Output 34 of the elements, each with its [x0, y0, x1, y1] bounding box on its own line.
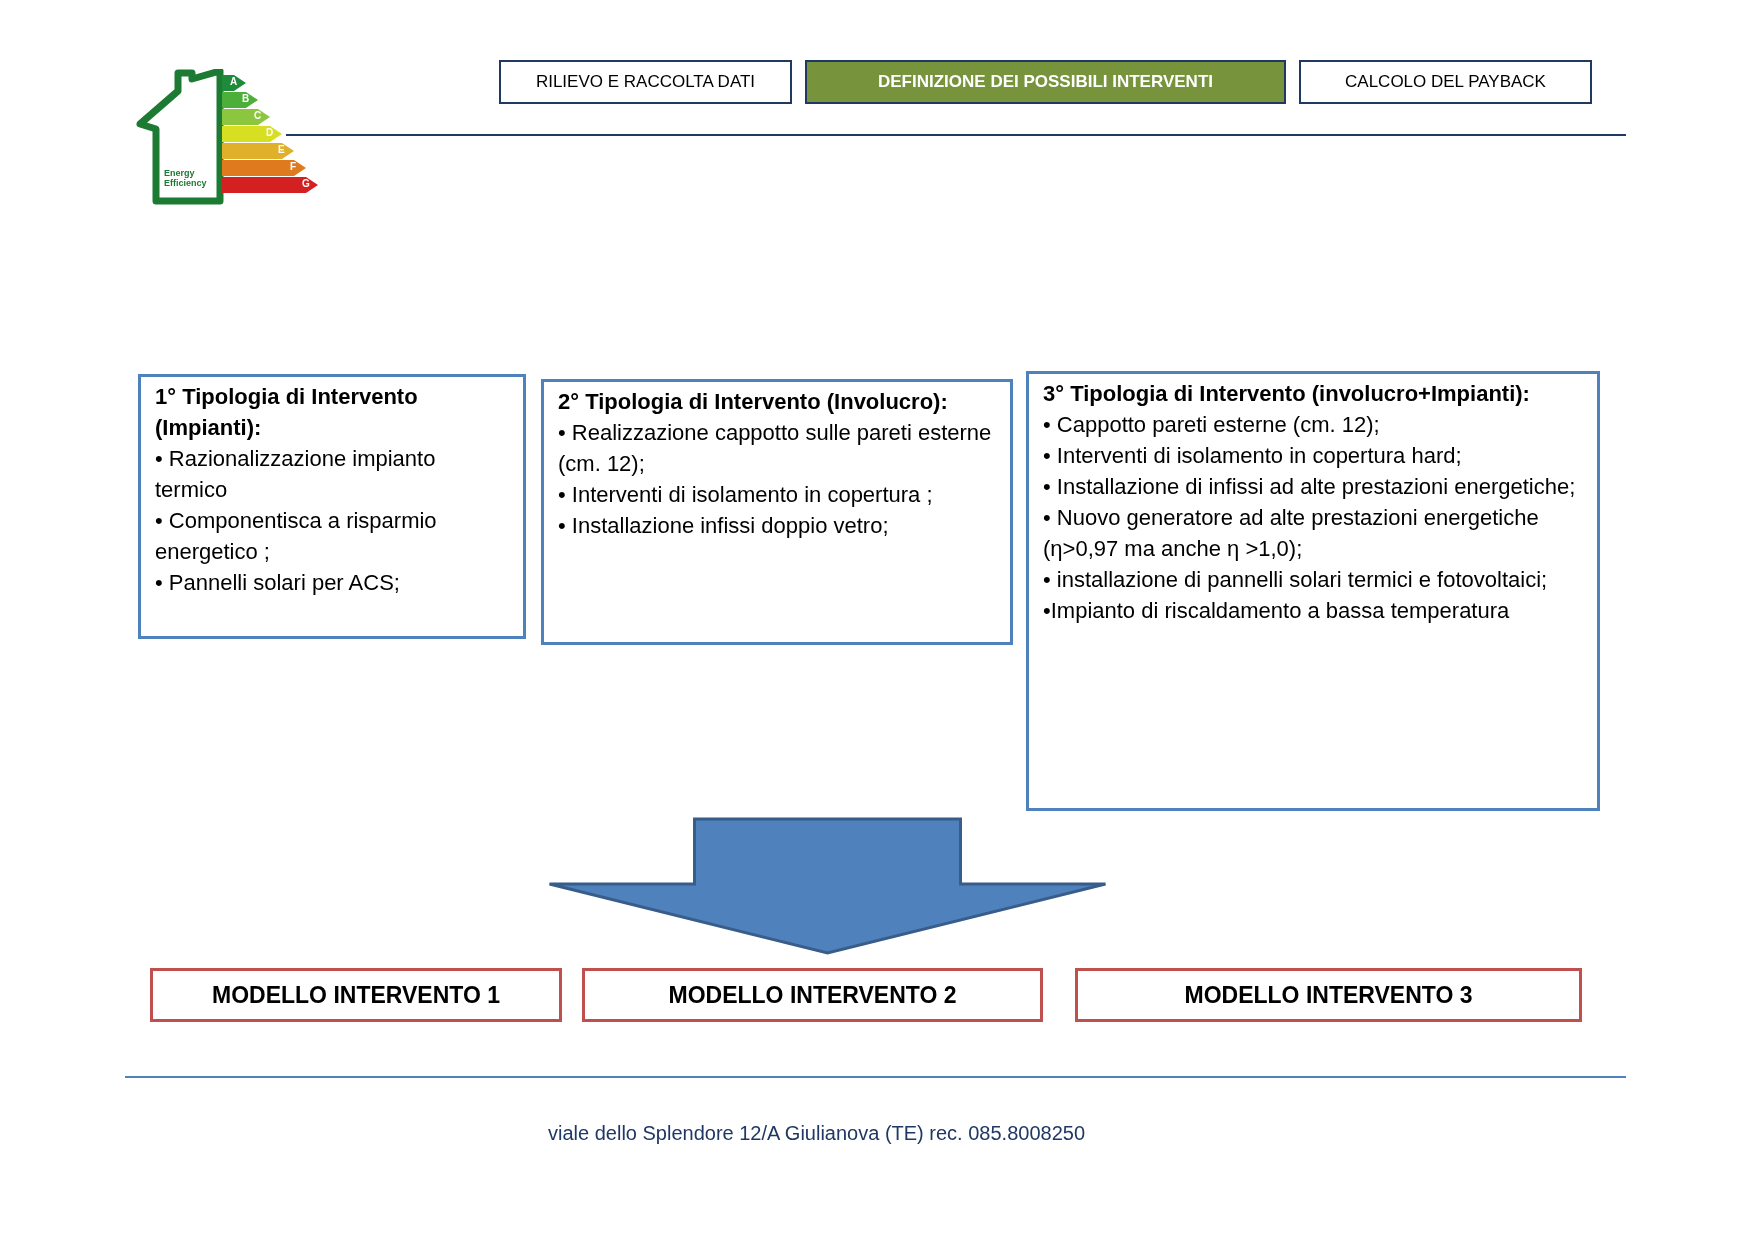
bullet-item: • Nuovo generatore ad alte prestazioni energetiche (η>0,97 ma anche η >1,0); — [1043, 504, 1540, 563]
house-caption: Energy Efficiency — [164, 168, 208, 188]
energy-class-letter: B — [242, 94, 250, 104]
model-box: MODELLO INTERVENTO 3 — [1075, 968, 1582, 1022]
energy-class-letter: F — [290, 162, 297, 172]
model-box: MODELLO INTERVENTO 2 — [582, 968, 1043, 1022]
energy-class-letter: C — [254, 111, 262, 121]
bullet-item: • Componentisca a risparmio energetico ; — [155, 507, 438, 566]
energy-class-letter: G — [302, 179, 310, 189]
bullet-item: • Razionalizzazione impianto termico — [155, 445, 437, 504]
panel-heading: 1° Tipologia di Intervento (Impianti): — [155, 383, 419, 442]
bullet-item: • installazione di pannelli solari termici e fotovoltaici; — [1043, 566, 1549, 594]
model-box: MODELLO INTERVENTO 1 — [150, 968, 562, 1022]
text-panel — [138, 374, 526, 639]
bullet-item: •Impianto di riscaldamento a bassa temperatura — [1043, 597, 1511, 625]
bullet-item: • Interventi di isolamento in copertura ; — [558, 481, 934, 509]
bullet-item: • Cappotto pareti esterne (cm. 12); — [1043, 411, 1381, 439]
bullet-item: • Realizzazione cappotto sulle pareti esterne (cm. 12); — [558, 419, 993, 478]
panel-heading: 3° Tipologia di Intervento (involucro+Impianti): — [1043, 380, 1531, 408]
footer-address: viale dello Splendore 12/A Giulianova (TE) rec. 085.8008250 — [548, 1121, 1085, 1146]
panel-heading: 2° Tipologia di Intervento (Involucro): — [558, 388, 949, 416]
text-panel — [1026, 371, 1600, 811]
text-panel — [541, 379, 1013, 645]
tab: RILIEVO E RACCOLTA DATI — [499, 60, 792, 104]
tab: CALCOLO DEL PAYBACK — [1299, 60, 1592, 104]
bullet-item: • Installazione infissi doppio vetro; — [558, 512, 890, 540]
bullet-item: • Pannelli solari per ACS; — [155, 569, 401, 597]
tab: DEFINIZIONE DEI POSSIBILI INTERVENTI — [805, 60, 1286, 104]
bullet-item: • Installazione di infissi ad alte prestazioni energetiche; — [1043, 473, 1577, 501]
block-arrow — [548, 817, 1107, 955]
energy-class-letter: D — [266, 128, 274, 138]
energy-class-letter: E — [278, 145, 285, 155]
energy-class-letter: A — [230, 77, 238, 87]
bullet-item: • Interventi di isolamento in copertura hard; — [1043, 442, 1463, 470]
